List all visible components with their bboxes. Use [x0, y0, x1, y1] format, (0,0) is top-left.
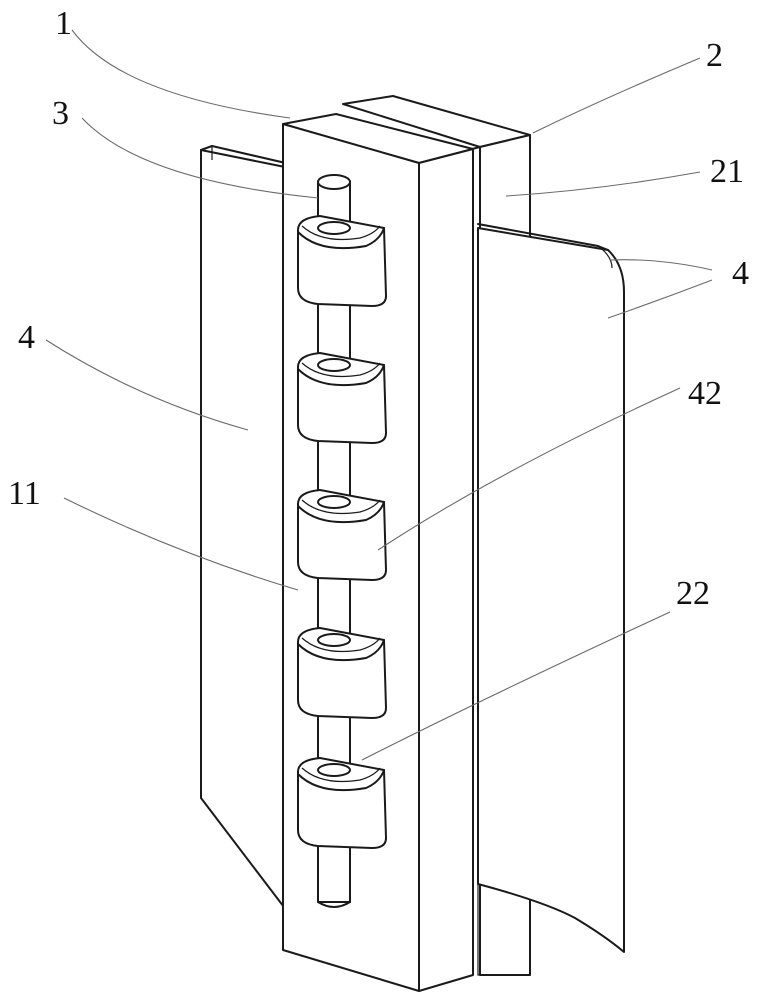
leader-4-left [45, 339, 249, 431]
leader-4-right-b [607, 279, 713, 319]
label-21: 21 [710, 153, 744, 190]
leader-11 [63, 497, 299, 591]
label-42: 42 [688, 375, 722, 412]
reference-labels: 1 2 3 21 4 4 42 11 22 [8, 5, 749, 612]
knuckle-1 [297, 215, 387, 307]
right-leaf [477, 223, 625, 976]
leader-22 [361, 611, 671, 761]
leader-2 [532, 57, 701, 134]
label-11: 11 [8, 475, 41, 512]
left-leaf [200, 145, 291, 916]
label-2: 2 [706, 37, 723, 74]
leader-3 [81, 117, 319, 199]
label-22: 22 [676, 575, 710, 612]
knuckle-3 [297, 489, 387, 581]
label-4-right: 4 [732, 255, 749, 292]
label-1: 1 [55, 5, 72, 42]
leader-4-right-a [609, 259, 713, 271]
knuckle-2 [297, 352, 387, 444]
leader-lines [45, 29, 713, 761]
knuckle-4 [297, 627, 387, 719]
label-4-left: 4 [18, 319, 35, 356]
leader-21 [505, 171, 701, 197]
leader-1 [71, 29, 291, 119]
leader-42 [377, 387, 681, 551]
label-3: 3 [52, 95, 69, 132]
knuckle-5 [297, 757, 387, 849]
knuckles [297, 215, 387, 849]
